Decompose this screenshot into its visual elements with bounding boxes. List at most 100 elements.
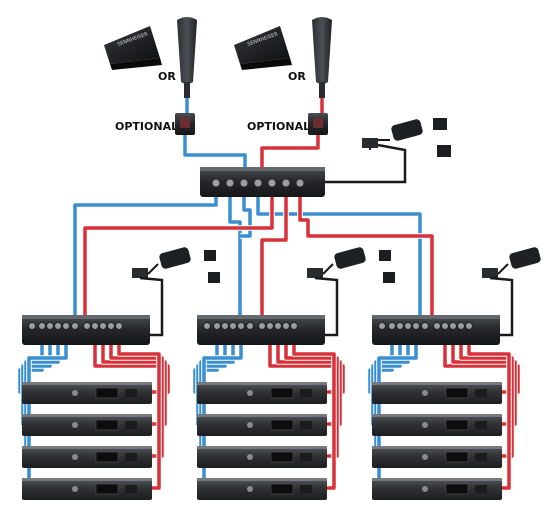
bnc-port — [91, 322, 99, 330]
receiver-button — [125, 389, 137, 397]
bnc-port — [404, 322, 412, 330]
receiver-unit — [22, 446, 152, 468]
receiver-unit — [22, 478, 152, 500]
antenna-booster-icon — [175, 113, 195, 135]
or-label: OR — [158, 70, 176, 83]
bnc-port — [282, 322, 290, 330]
plug-adapter-icon — [433, 118, 451, 157]
plug-adapter-icon — [204, 250, 220, 283]
rod-antenna-icon — [177, 17, 197, 98]
antenna-cable-red-outline — [259, 98, 325, 178]
power-cables — [325, 143, 407, 184]
bnc-port — [258, 322, 266, 330]
bnc-port — [465, 322, 473, 330]
receiver-button — [475, 485, 487, 493]
antenna-splitter-main — [200, 167, 325, 197]
antenna-splitter — [372, 315, 500, 345]
receiver-knob — [247, 454, 253, 460]
receiver-display — [445, 451, 469, 463]
receiver-unit — [372, 478, 502, 500]
receiver-display — [270, 419, 294, 431]
power-adapter-icon — [482, 247, 541, 278]
receiver-display — [95, 451, 119, 463]
receiver-display — [95, 387, 119, 399]
receiver-unit — [372, 446, 502, 468]
receiver-button — [125, 421, 137, 429]
power-adapter-icon — [362, 119, 423, 151]
power-adapter-icon — [307, 247, 366, 278]
receiver-button — [300, 453, 312, 461]
bnc-port — [433, 322, 441, 330]
distribution-cable-red — [83, 190, 274, 318]
receiver-display — [445, 387, 469, 399]
bnc-port — [396, 322, 404, 330]
receiver-button — [300, 485, 312, 493]
receiver-button — [475, 421, 487, 429]
receiver-knob — [247, 390, 253, 396]
receiver-knob — [72, 390, 78, 396]
antenna-set-1: SENNHEISER OR OPTIONAL — [104, 17, 197, 135]
bnc-port — [225, 178, 235, 188]
bnc-port — [378, 322, 386, 330]
receiver-unit — [372, 382, 502, 404]
plug-adapter-icon — [379, 250, 395, 283]
receiver-button — [300, 389, 312, 397]
bnc-port — [62, 322, 70, 330]
bnc-port — [38, 322, 46, 330]
bnc-port — [281, 178, 291, 188]
or-label: OR — [288, 70, 306, 83]
bnc-port — [266, 322, 274, 330]
bnc-port — [107, 322, 115, 330]
rod-antenna-icon — [312, 17, 332, 98]
antenna-splitter — [197, 315, 325, 345]
receiver-knob — [422, 486, 428, 492]
receiver-display — [445, 419, 469, 431]
receiver-unit — [197, 382, 327, 404]
power-cable — [489, 276, 514, 337]
antenna-cable-blue-outline — [182, 98, 248, 178]
receiver-knob — [72, 454, 78, 460]
bnc-port — [115, 322, 123, 330]
receiver-button — [475, 453, 487, 461]
receiver-unit — [197, 478, 327, 500]
bnc-port — [28, 322, 36, 330]
optional-label: OPTIONAL — [115, 120, 178, 133]
distribution-cable-red — [260, 190, 288, 318]
bnc-port — [211, 178, 221, 188]
bnc-port — [412, 322, 420, 330]
receiver-display — [445, 483, 469, 495]
bnc-port — [295, 178, 305, 188]
receiver-display — [95, 483, 119, 495]
bnc-port — [457, 322, 465, 330]
receiver-cable-red — [268, 335, 345, 394]
antenna-cable-red — [260, 98, 324, 178]
distribution-cable-red-outline — [297, 190, 435, 318]
bnc-port — [213, 322, 221, 330]
bnc-port — [421, 322, 429, 330]
bnc-port — [71, 322, 79, 330]
optional-label: OPTIONAL — [247, 120, 310, 133]
antenna-booster-icon — [308, 113, 328, 135]
receiver-knob — [247, 486, 253, 492]
receiver-button — [475, 389, 487, 397]
receiver-display — [270, 451, 294, 463]
bnc-port — [388, 322, 396, 330]
bnc-port — [54, 322, 62, 330]
receiver-knob — [72, 422, 78, 428]
bnc-port — [246, 322, 254, 330]
bnc-port — [239, 178, 249, 188]
receiver-unit — [372, 414, 502, 436]
bnc-port — [203, 322, 211, 330]
receiver-unit — [22, 382, 152, 404]
receiver-group-2 — [192, 247, 395, 500]
distribution-cable-blue-outline — [72, 190, 219, 318]
distribution-cable-blue — [73, 190, 218, 318]
power-cable — [314, 276, 339, 337]
power-cable — [139, 276, 164, 337]
receiver-button — [300, 421, 312, 429]
bnc-port — [221, 322, 229, 330]
bnc-port — [83, 322, 91, 330]
power-adapter-icon — [132, 247, 191, 278]
bnc-port — [229, 322, 237, 330]
receiver-cables — [192, 335, 346, 491]
